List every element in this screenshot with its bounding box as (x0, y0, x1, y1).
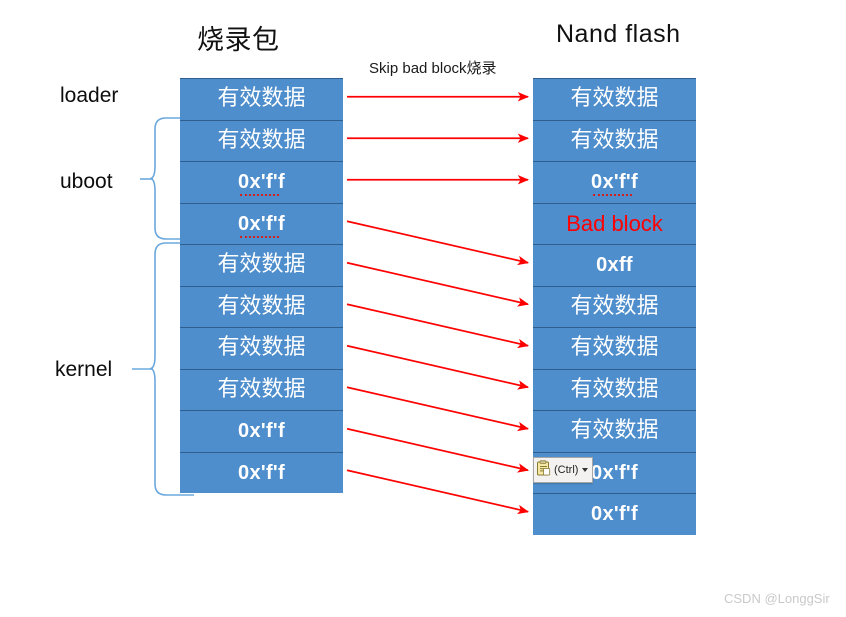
brace-tick-kernel (132, 368, 153, 370)
nand-flash-block[interactable]: 有效数据 (533, 78, 696, 120)
mapping-arrow (346, 427, 529, 473)
right-column-title: Nand flash (556, 20, 681, 48)
burn-package-block[interactable]: 有效数据 (180, 285, 343, 327)
nand-flash-block-label: 0x'f'f (591, 503, 638, 526)
burn-package-block[interactable]: 有效数据 (180, 119, 343, 161)
mapping-arrow (346, 220, 529, 266)
burn-package-block[interactable]: 有效数据 (180, 244, 343, 286)
nand-flash-block[interactable]: 0x'f'f (533, 493, 696, 535)
mapping-arrow (346, 386, 529, 432)
section-label-kernel: kernel (55, 358, 113, 381)
nand-flash-block-label: 有效数据 (570, 376, 659, 402)
nand-flash-block[interactable]: Bad block (533, 202, 696, 244)
burn-package-block-label: 有效数据 (217, 376, 306, 402)
nand-flash-block[interactable]: 有效数据 (533, 285, 696, 327)
nand-flash-block-label: 0x'f'f (591, 171, 638, 197)
chevron-down-icon[interactable] (582, 468, 589, 472)
section-label-uboot: uboot (60, 170, 113, 193)
nand-flash-block-label: 有效数据 (570, 127, 659, 153)
nand-flash-block-label: 0x'f'f (591, 461, 638, 484)
burn-package-block[interactable]: 0x'f'f (180, 202, 343, 244)
burn-package-block[interactable]: 有效数据 (180, 78, 343, 120)
nand-flash-block-label: 有效数据 (570, 86, 659, 112)
burn-package-block-label: 有效数据 (217, 335, 306, 361)
arrow-caption: Skip bad block烧录 (369, 60, 497, 77)
mapping-arrow (346, 469, 529, 515)
nand-flash-block-label: 有效数据 (570, 335, 659, 361)
burn-package-block-label: 有效数据 (217, 293, 306, 319)
nand-flash-block-label: 0xff (596, 254, 633, 277)
brace-tick-uboot (140, 178, 153, 180)
burn-package-block-label: 有效数据 (217, 252, 306, 278)
nand-flash-block[interactable]: 有效数据 (533, 327, 696, 369)
burn-package-block-label: 0x'f'f (238, 420, 285, 443)
mapping-arrow (346, 303, 529, 349)
left-column-title: 烧录包 (197, 25, 280, 56)
burn-package-block-label: 0x'f'f (238, 212, 285, 238)
burn-package-block[interactable]: 0x'f'f (180, 410, 343, 452)
paste-options-label: (Ctrl) (554, 464, 579, 476)
burn-package-block-label: 0x'f'f (238, 171, 285, 197)
nand-flash-block[interactable]: 有效数据 (533, 368, 696, 410)
nand-flash-block-label: 有效数据 (570, 293, 659, 319)
clipboard-icon (536, 459, 551, 481)
burn-package-block[interactable]: 有效数据 (180, 368, 343, 410)
burn-package-block[interactable]: 0x'f'f (180, 451, 343, 493)
burn-package-block-label: 有效数据 (217, 127, 306, 153)
nand-flash-block[interactable]: 0xff (533, 244, 696, 286)
burn-package-block-label: 有效数据 (217, 86, 306, 112)
burn-package-block-label: 0x'f'f (238, 461, 285, 484)
nand-flash-block-label: 有效数据 (570, 418, 659, 444)
nand-flash-block[interactable]: 有效数据 (533, 119, 696, 161)
nand-flash-block[interactable]: 0x'f'f (533, 161, 696, 203)
mapping-arrow (346, 344, 529, 390)
watermark: CSDN @LonggSir (724, 591, 830, 606)
section-label-loader: loader (60, 84, 119, 107)
nand-flash-block[interactable]: 有效数据 (533, 410, 696, 452)
mapping-arrow (346, 261, 529, 307)
burn-package-block[interactable]: 0x'f'f (180, 161, 343, 203)
burn-package-block[interactable]: 有效数据 (180, 327, 343, 369)
paste-options-popup[interactable]: (Ctrl) (533, 457, 594, 483)
nand-flash-block-label: Bad block (566, 210, 663, 236)
